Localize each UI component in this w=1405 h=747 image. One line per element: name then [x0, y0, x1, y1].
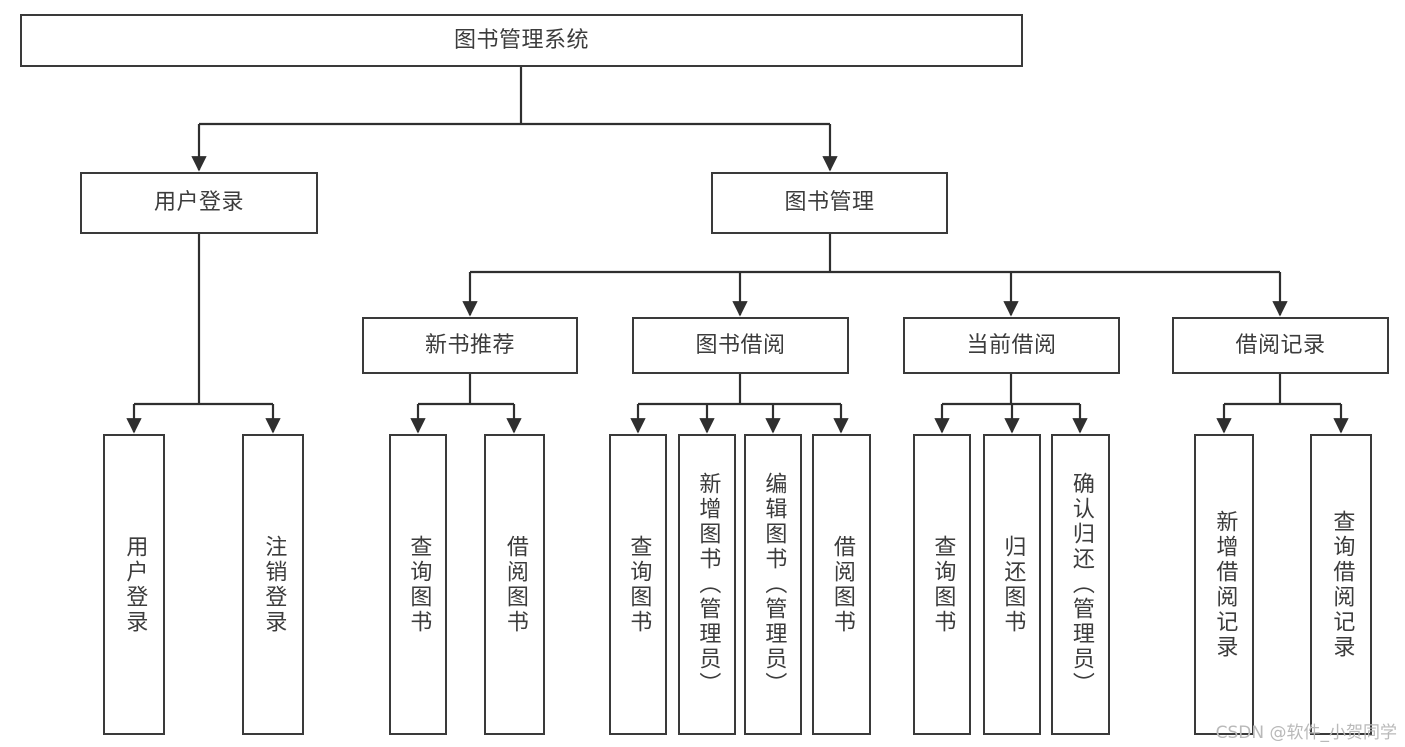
- leaf-query-record[interactable]: 查询借阅记录: [1310, 434, 1372, 735]
- node-user-login-label: 用户登录: [153, 190, 244, 215]
- leaf-edit-book-label: 编辑图书（管理员）: [761, 472, 787, 697]
- leaf-borrow-book-2[interactable]: 借阅图书: [812, 434, 871, 735]
- node-root-label: 图书管理系统: [453, 27, 589, 53]
- node-book-manage[interactable]: 图书管理: [711, 172, 948, 234]
- leaf-return-book-label: 归还图书: [1000, 534, 1026, 635]
- leaf-borrow-book-1[interactable]: 借阅图书: [484, 434, 545, 735]
- leaf-query-book-3[interactable]: 查询图书: [913, 434, 971, 735]
- node-book-manage-label: 图书管理: [784, 190, 875, 215]
- leaf-query-book-2-label: 查询图书: [626, 534, 652, 635]
- leaf-query-book-2[interactable]: 查询图书: [609, 434, 667, 735]
- leaf-return-book[interactable]: 归还图书: [983, 434, 1041, 735]
- leaf-logout[interactable]: 注销登录: [242, 434, 304, 735]
- node-new-book-rec-label: 新书推荐: [424, 332, 515, 358]
- leaf-confirm-return[interactable]: 确认归还（管理员）: [1051, 434, 1110, 735]
- node-borrow-record[interactable]: 借阅记录: [1172, 317, 1389, 374]
- leaf-query-book-3-label: 查询图书: [930, 534, 956, 635]
- node-book-borrow[interactable]: 图书借阅: [632, 317, 849, 374]
- leaf-confirm-return-label: 确认归还（管理员）: [1068, 472, 1094, 697]
- leaf-logout-label: 注销登录: [261, 534, 287, 635]
- node-new-book-rec[interactable]: 新书推荐: [362, 317, 578, 374]
- leaf-add-record-label: 新增借阅记录: [1212, 509, 1238, 660]
- leaf-add-book-label: 新增图书（管理员）: [695, 472, 721, 697]
- node-borrow-record-label: 借阅记录: [1235, 332, 1326, 358]
- node-current-borrow-label: 当前借阅: [966, 332, 1057, 358]
- leaf-query-record-label: 查询借阅记录: [1329, 509, 1355, 660]
- leaf-borrow-book-1-label: 借阅图书: [502, 534, 528, 635]
- node-user-login[interactable]: 用户登录: [80, 172, 318, 234]
- leaf-query-book-1-label: 查询图书: [406, 534, 432, 635]
- leaf-add-book[interactable]: 新增图书（管理员）: [678, 434, 736, 735]
- leaf-user-login[interactable]: 用户登录: [103, 434, 165, 735]
- leaf-borrow-book-2-label: 借阅图书: [829, 534, 855, 635]
- leaf-edit-book[interactable]: 编辑图书（管理员）: [744, 434, 802, 735]
- node-book-borrow-label: 图书借阅: [695, 332, 786, 358]
- leaf-add-record[interactable]: 新增借阅记录: [1194, 434, 1254, 735]
- leaf-user-login-label: 用户登录: [122, 534, 148, 635]
- leaf-query-book-1[interactable]: 查询图书: [389, 434, 447, 735]
- node-current-borrow[interactable]: 当前借阅: [903, 317, 1120, 374]
- node-root[interactable]: 图书管理系统: [20, 14, 1023, 67]
